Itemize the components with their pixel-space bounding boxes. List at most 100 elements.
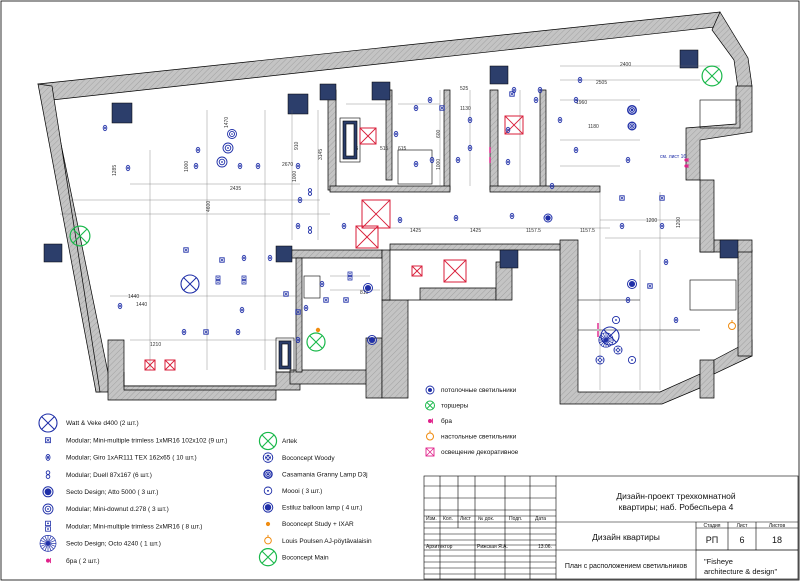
oval-spot-icon	[239, 306, 245, 314]
oval-spot-icon	[125, 164, 131, 172]
legend-label: Estiluz balloon lamp ( 4 шт.)	[282, 505, 362, 512]
dimension-label: 1440	[128, 294, 139, 300]
legend-label: Boconcept Study + IXAR	[282, 521, 354, 528]
dimension-lines	[60, 65, 720, 390]
green-circle-cross-icon	[69, 225, 91, 247]
legend-label: Secto Design; Atto 5000 ( 3 шт.)	[66, 489, 158, 496]
dimension-label: 1000	[292, 171, 298, 182]
sheet-title: План с расположением светильников	[565, 563, 688, 570]
dimension-label: 1470	[224, 117, 230, 128]
col-doc: № док.	[478, 516, 494, 522]
green-circle-cross-icon	[258, 431, 278, 451]
oval-spot-icon	[319, 280, 325, 288]
blue-circle-cross-icon	[613, 345, 623, 355]
dimension-label: 1000	[436, 159, 442, 170]
dimension-label: 2670	[282, 162, 293, 168]
oval-spot-icon	[625, 296, 631, 304]
small-square-cross-icon	[219, 257, 225, 263]
exterior-walls	[37, 11, 753, 405]
dimension-label: 2400	[620, 62, 631, 68]
oval-spot-icon	[237, 162, 243, 170]
double-square-icon	[347, 271, 353, 281]
dimension-label: 1180	[588, 124, 599, 130]
dimension-label: 615	[398, 146, 407, 152]
firm-line1: "Fisheye	[704, 557, 733, 566]
double-ring-icon	[222, 142, 234, 154]
sunburst-icon	[598, 332, 614, 348]
ceiling-light-icon	[425, 385, 435, 395]
legend-label: Boconcept Main	[282, 554, 329, 561]
blue-circle-cross-icon	[262, 452, 274, 463]
small-square-cross-icon	[659, 195, 665, 201]
oval-spot-icon	[255, 162, 261, 170]
oval-spot-icon	[625, 156, 631, 164]
green-circle-cross-icon	[701, 65, 723, 87]
dimension-label: 1285	[112, 165, 118, 176]
oval-spot-icon	[45, 453, 51, 461]
dimension-label: 1440	[136, 302, 147, 308]
oval-spot-icon	[455, 156, 461, 164]
dimension-label: 1210	[150, 342, 161, 348]
oval-spot-icon	[509, 212, 515, 220]
oval-spot-icon	[397, 216, 403, 224]
legend-label: Moooi ( 3 шт.)	[282, 488, 322, 495]
oval-spot-icon	[102, 124, 108, 132]
legend-label: Modular; Mini-multiple trimless 1xMR16 1…	[66, 437, 227, 444]
sconce-icon	[684, 158, 689, 162]
legend-label: Modular; Giro 1xAR111 TEX 162x65 ( 10 шт…	[66, 455, 197, 462]
decorative-light-box	[164, 359, 176, 371]
oval-spot-icon	[413, 160, 419, 168]
ring-dot-icon	[263, 486, 273, 496]
double-ring-icon	[42, 503, 54, 515]
legend-label: освещение декоративное	[441, 449, 519, 456]
dimension-label: 1000	[184, 161, 190, 172]
decorative-light-box	[411, 265, 423, 277]
small-square-cross-icon	[203, 329, 209, 335]
legend-label: Artek	[282, 438, 298, 445]
large-circle-cross-icon	[38, 413, 58, 433]
oval-spot-icon	[659, 222, 665, 230]
small-square-cross-icon	[509, 91, 515, 97]
oval-spot-icon	[295, 222, 301, 230]
double-spot-icon	[307, 188, 313, 196]
project-title-line2: квартиры; наб. Робеспьера 4	[619, 502, 734, 512]
legend-label: Boconcept Woody	[282, 455, 335, 462]
oval-spot-icon	[467, 116, 473, 124]
table-lamp-icon	[426, 430, 434, 441]
legend-label: настольные светильники	[441, 434, 517, 441]
role-label: Архитектор	[426, 544, 453, 550]
oval-spot-icon	[427, 96, 433, 104]
filled-circle-icon	[627, 279, 637, 289]
decorative-light-box	[144, 359, 156, 371]
dimension-label: 1130	[460, 106, 471, 112]
dimension-label: 1157.5	[580, 228, 595, 234]
dimension-label: 1157.5	[526, 228, 541, 234]
small-square-cross-icon	[45, 437, 51, 444]
col-izm: Изм.	[426, 516, 437, 522]
legend-label: Louis Poulsen AJ-pöytävalaisin	[282, 538, 372, 545]
small-square-cross-icon	[295, 309, 301, 315]
large-circle-cross-icon	[180, 274, 200, 294]
title-block-text: Изм. Кол. Лист № док. Подп. Дата Архитек…	[426, 491, 785, 576]
structural-columns	[43, 49, 739, 269]
dimension-label: 600	[436, 129, 442, 138]
oval-spot-icon	[195, 146, 201, 154]
dimension-label: 2435	[230, 186, 241, 192]
decorative-lights	[144, 115, 524, 371]
dimension-label: 1960	[576, 100, 587, 106]
oval-spot-icon	[673, 316, 679, 324]
oval-spot-icon	[393, 130, 399, 138]
plan-note: см. лист 16	[660, 154, 686, 160]
oval-spot-icon	[341, 222, 347, 230]
sheets-value: 18	[772, 535, 782, 545]
small-square-cross-icon	[619, 195, 625, 201]
decorative-light-box	[443, 259, 467, 283]
oval-spot-icon	[181, 328, 187, 336]
legend-label: Modular; Mini-downut d.278 ( 3 шт.)	[66, 506, 169, 513]
legend-label: Modular; Duell 87x167 (6 шт.)	[66, 472, 152, 479]
dimension-label: 1425	[470, 228, 481, 234]
oval-spot-icon	[413, 104, 419, 112]
small-square-cross-icon	[283, 291, 289, 297]
